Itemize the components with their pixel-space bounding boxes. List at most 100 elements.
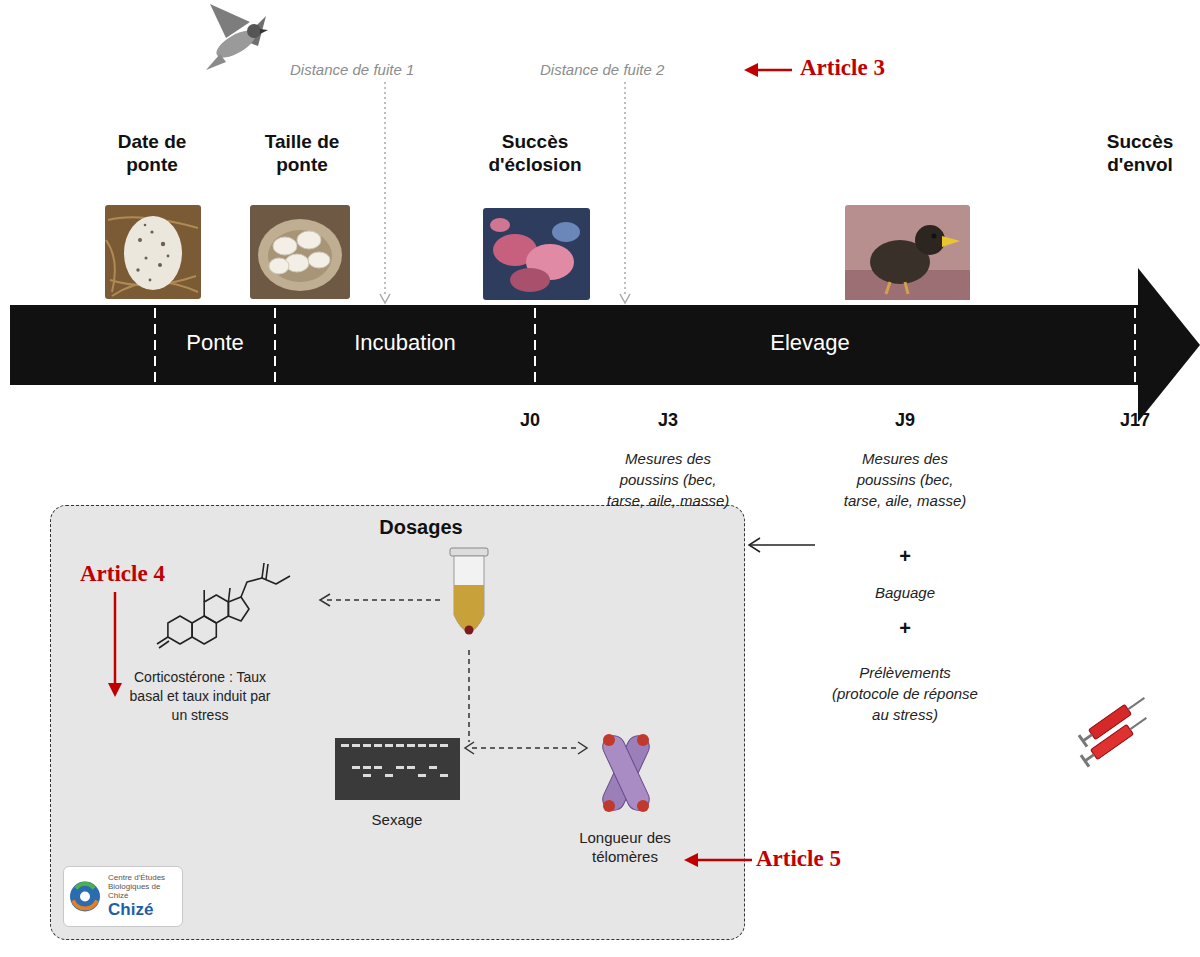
gel-image (341, 744, 349, 747)
chromosome-icon (599, 732, 653, 814)
article-arrow (744, 63, 792, 77)
bird-icon (206, 54, 226, 70)
logo-emblem (73, 901, 97, 909)
sampling-arrow (750, 544, 815, 546)
steroid-molecule (228, 588, 230, 602)
note-text: Distance de fuite 2 (540, 61, 664, 78)
chick-photo (932, 234, 937, 239)
timeline-arrowhead (1138, 268, 1200, 422)
egg-photo (161, 242, 165, 246)
flight-distance-leader (384, 82, 386, 296)
steroid-molecule (204, 595, 228, 623)
egg-photo (105, 205, 201, 299)
logo-emblem (80, 892, 90, 902)
steroid-molecule (228, 597, 249, 621)
assay-label: Corticostérone : Taux basal et taux indu… (125, 668, 275, 725)
gel-image (374, 744, 382, 747)
phase-separator (534, 308, 536, 382)
clutch-photo (269, 231, 330, 274)
steroid-molecule (157, 637, 168, 644)
lab-logo: Centre d'Études Biologiques de ChizéChiz… (63, 866, 183, 927)
day-label: J3 (638, 410, 698, 431)
clutch-photo (250, 205, 350, 299)
chromosome-icon (637, 734, 649, 746)
plus-sign: + (885, 545, 925, 568)
gel-image (363, 774, 371, 777)
article-arrow (114, 592, 117, 686)
clutch-photo (258, 219, 342, 291)
hatchling-photo (552, 222, 580, 242)
gel-image (363, 766, 371, 769)
sample-tube (454, 556, 484, 632)
egg-photo (124, 216, 182, 290)
gel-image (396, 744, 404, 747)
bird-icon (260, 29, 268, 34)
day-label: J17 (1105, 410, 1165, 431)
step-note: Prélèvements (protocole de réponse au st… (825, 662, 985, 725)
chromosome-icon (603, 734, 615, 746)
chick-photo (845, 205, 970, 300)
sample-tube (450, 548, 488, 635)
egg-photo (150, 230, 153, 233)
assay-label: Longueur des télomères (565, 828, 685, 866)
chromosome-icon (599, 732, 653, 814)
syringe-icon (1091, 724, 1134, 759)
syringe-icon (1081, 755, 1089, 766)
chromosome-icon (637, 800, 649, 812)
dashed-arrow (468, 650, 470, 742)
gel-image (335, 738, 460, 800)
gel-image (385, 744, 393, 747)
clutch-photo (250, 205, 350, 299)
gel-image (363, 744, 371, 747)
article-arrow (108, 683, 122, 697)
gel-image (385, 774, 393, 777)
sampling-arrow (749, 538, 760, 552)
bird-icon (206, 4, 268, 70)
logo-emblem (76, 884, 94, 889)
phase-separator (1134, 308, 1136, 382)
dashed-arrow (324, 599, 440, 601)
steroid-molecule (168, 616, 192, 644)
dashed-arrow (472, 747, 580, 749)
phase-label: Ponte (186, 330, 244, 356)
gel-image (407, 766, 415, 769)
gel-image (335, 738, 460, 800)
sample-tube (450, 548, 488, 556)
leader-arrowhead (380, 294, 630, 303)
flight-distance-leader (624, 82, 626, 296)
gel-image (429, 766, 437, 769)
chromosome-icon (603, 800, 615, 812)
dashed-arrow (320, 594, 587, 754)
syringe-icon (1079, 692, 1150, 766)
gel-image (407, 744, 415, 747)
syringe-icon (1081, 712, 1150, 766)
egg-photo (145, 257, 148, 260)
chromosome-icon (599, 732, 653, 814)
gel-image (418, 744, 426, 747)
dashed-arrow (465, 742, 474, 754)
gel-image (418, 774, 426, 777)
panel-heading: Dosages (379, 516, 462, 539)
step-note: Baguage (845, 582, 965, 603)
syringe-icon (1084, 735, 1092, 741)
egg-photo (149, 279, 152, 282)
phase-separator (154, 308, 156, 382)
sample-tube (465, 626, 474, 635)
chick-photo (905, 282, 908, 294)
gel-image (440, 774, 448, 777)
gel-image (429, 744, 437, 747)
clutch-photo (308, 252, 330, 268)
phase-separator (274, 308, 276, 382)
step-note: Mesures des poussins (bec, tarse, aile, … (841, 448, 969, 511)
article-tag: Article 5 (756, 846, 841, 872)
sampling-arrow (749, 538, 815, 552)
bird-icon (247, 24, 261, 38)
article-arrow (108, 592, 752, 867)
stage-heading: Taille de ponte (247, 130, 357, 176)
note-text: Distance de fuite 1 (290, 61, 414, 78)
leader-arrowhead (380, 294, 390, 303)
phase-label: Incubation (354, 330, 456, 356)
egg-photo (167, 255, 170, 258)
phase-label: Elevage (770, 330, 850, 356)
dashed-arrow (578, 742, 587, 754)
